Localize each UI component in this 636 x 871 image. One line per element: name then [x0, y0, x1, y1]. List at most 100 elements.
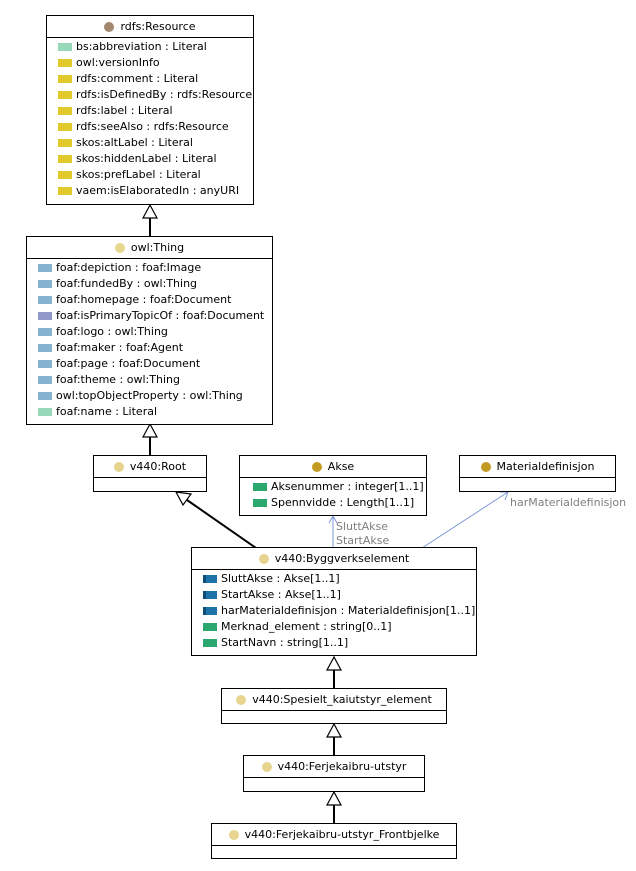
object_prop-swatch-icon [38, 344, 52, 352]
attribute-label: rdfs:comment : Literal [76, 72, 199, 85]
edge-label-start-akse: StartAkse [336, 534, 390, 547]
attribute-row[interactable]: foaf:theme : owl:Thing [38, 372, 272, 388]
class-title: v440:Ferjekaibru-utstyr [277, 760, 407, 773]
attribute-label: foaf:logo : owl:Thing [56, 325, 168, 338]
association-arrowhead [500, 491, 509, 501]
attribute-label: foaf:fundedBy : owl:Thing [56, 277, 198, 290]
class-header: v440:Byggverkselement [192, 548, 476, 570]
class-materialdefinisjon[interactable]: Materialdefinisjon [459, 455, 616, 492]
inheritance-arrowhead [141, 203, 159, 219]
attribute-row[interactable]: skos:prefLabel : Literal [58, 167, 253, 183]
attribute-label: StartNavn : string[1..1] [221, 636, 349, 649]
attribute-label: Spennvidde : Length[1..1] [271, 496, 415, 509]
attribute-label: vaem:isElaboratedIn : anyURI [76, 184, 240, 197]
class-v440-byggverkselement[interactable]: v440:Byggverkselement SluttAkse : Akse[1… [191, 547, 477, 656]
attribute-row[interactable]: foaf:homepage : foaf:Document [38, 292, 272, 308]
attribute-row[interactable]: Merknad_element : string[0..1] [203, 619, 476, 635]
attribute-row[interactable]: owl:topObjectProperty : owl:Thing [38, 388, 272, 404]
class-header: owl:Thing [27, 237, 272, 259]
attribute-row[interactable]: owl:versionInfo [58, 55, 253, 71]
attribute-row[interactable]: foaf:logo : owl:Thing [38, 324, 272, 340]
inheritance-arrowhead [141, 422, 159, 438]
annotation-swatch-icon [58, 155, 72, 163]
class-v440-ferjekaibru-utstyr-frontbjelke[interactable]: v440:Ferjekaibru-utstyr_Frontbjelke [211, 823, 457, 859]
object_prop-swatch-icon [38, 376, 52, 384]
class-title: v440:Spesielt_kaiutstyr_element [252, 693, 432, 706]
literal-swatch-icon [58, 43, 72, 51]
class-header: v440:Ferjekaibru-utstyr_Frontbjelke [212, 824, 456, 846]
attribute-row[interactable]: rdfs:comment : Literal [58, 71, 253, 87]
attribute-row[interactable]: foaf:isPrimaryTopicOf : foaf:Document [38, 308, 272, 324]
attribute-list: foaf:depiction : foaf:Image foaf:fundedBy… [27, 259, 272, 420]
object_link-swatch-icon [203, 591, 217, 599]
attribute-label: foaf:name : Literal [56, 405, 158, 418]
inheritance-arrowhead [325, 722, 343, 738]
attribute-row[interactable]: StartAkse : Akse[1..1] [203, 587, 476, 603]
attribute-row[interactable]: foaf:depiction : foaf:Image [38, 260, 272, 276]
annotation-swatch-icon [58, 123, 72, 131]
attribute-row[interactable]: StartNavn : string[1..1] [203, 635, 476, 651]
attribute-row[interactable]: foaf:page : foaf:Document [38, 356, 272, 372]
annotation-swatch-icon [58, 139, 72, 147]
data_prop-swatch-icon [253, 483, 267, 491]
inheritance-arrowhead [325, 790, 343, 806]
annotation-swatch-icon [58, 187, 72, 195]
class-header: v440:Root [94, 456, 206, 478]
attribute-label: skos:hiddenLabel : Literal [76, 152, 217, 165]
attribute-row[interactable]: harMaterialdefinisjon : Materialdefinisj… [203, 603, 476, 619]
class-circle-icon [113, 461, 124, 472]
attribute-row[interactable]: Aksenummer : integer[1..1] [253, 479, 426, 495]
class-circle-icon [236, 694, 247, 705]
class-circle-icon [480, 461, 491, 472]
attribute-row[interactable]: foaf:fundedBy : owl:Thing [38, 276, 272, 292]
attribute-label: foaf:homepage : foaf:Document [56, 293, 232, 306]
attribute-row[interactable]: Spennvidde : Length[1..1] [253, 495, 426, 511]
attribute-label: foaf:maker : foaf:Agent [56, 341, 184, 354]
class-v440-spesielt-kaiutstyr-element[interactable]: v440:Spesielt_kaiutstyr_element [221, 688, 447, 724]
data_prop-swatch-icon [253, 499, 267, 507]
attribute-label: owl:versionInfo [76, 56, 160, 69]
attribute-row[interactable]: SluttAkse : Akse[1..1] [203, 571, 476, 587]
class-title: Materialdefinisjon [496, 460, 595, 473]
class-title: v440:Root [129, 460, 187, 473]
inheritance-arrowhead [325, 655, 343, 671]
class-circle-icon [228, 829, 239, 840]
attribute-row[interactable]: rdfs:isDefinedBy : rdfs:Resource [58, 87, 253, 103]
attribute-row[interactable]: bs:abbreviation : Literal [58, 39, 253, 55]
annotation-swatch-icon [58, 171, 72, 179]
attribute-label: bs:abbreviation : Literal [76, 40, 207, 53]
attribute-list: bs:abbreviation : Literal owl:versionInfo… [47, 38, 253, 199]
class-circle-icon [311, 461, 322, 472]
object_prop-swatch-icon [38, 360, 52, 368]
class-circle-icon [258, 553, 269, 564]
attribute-label: skos:prefLabel : Literal [76, 168, 201, 181]
class-circle-icon [114, 242, 125, 253]
class-v440-ferjekaibru-utstyr[interactable]: v440:Ferjekaibru-utstyr [243, 755, 425, 792]
attribute-row[interactable]: rdfs:label : Literal [58, 103, 253, 119]
class-title: owl:Thing [130, 241, 185, 254]
object_prop-swatch-icon [38, 392, 52, 400]
attribute-label: foaf:depiction : foaf:Image [56, 261, 202, 274]
attribute-row[interactable]: foaf:name : Literal [38, 404, 272, 420]
attribute-row[interactable]: foaf:maker : foaf:Agent [38, 340, 272, 356]
attribute-list: Aksenummer : integer[1..1]Spennvidde : L… [240, 478, 426, 511]
attribute-row[interactable]: skos:altLabel : Literal [58, 135, 253, 151]
attribute-row[interactable]: skos:hiddenLabel : Literal [58, 151, 253, 167]
class-v440-root[interactable]: v440:Root [93, 455, 207, 492]
annotation-swatch-icon [58, 75, 72, 83]
attribute-label: owl:topObjectProperty : owl:Thing [56, 389, 243, 402]
object_prop-swatch-icon [38, 264, 52, 272]
association-materialdefinisjon [421, 491, 509, 549]
object_prop-swatch-icon [38, 280, 52, 288]
attribute-label: foaf:theme : owl:Thing [56, 373, 180, 386]
attribute-label: skos:altLabel : Literal [76, 136, 193, 149]
attribute-row[interactable]: rdfs:seeAlso : rdfs:Resource [58, 119, 253, 135]
attribute-label: Merknad_element : string[0..1] [221, 620, 392, 633]
class-akse[interactable]: Akse Aksenummer : integer[1..1]Spennvidd… [239, 455, 427, 516]
attribute-label: rdfs:isDefinedBy : rdfs:Resource [76, 88, 253, 101]
attribute-row[interactable]: vaem:isElaboratedIn : anyURI [58, 183, 253, 199]
object_link-swatch-icon [203, 607, 217, 615]
class-header: Akse [240, 456, 426, 478]
